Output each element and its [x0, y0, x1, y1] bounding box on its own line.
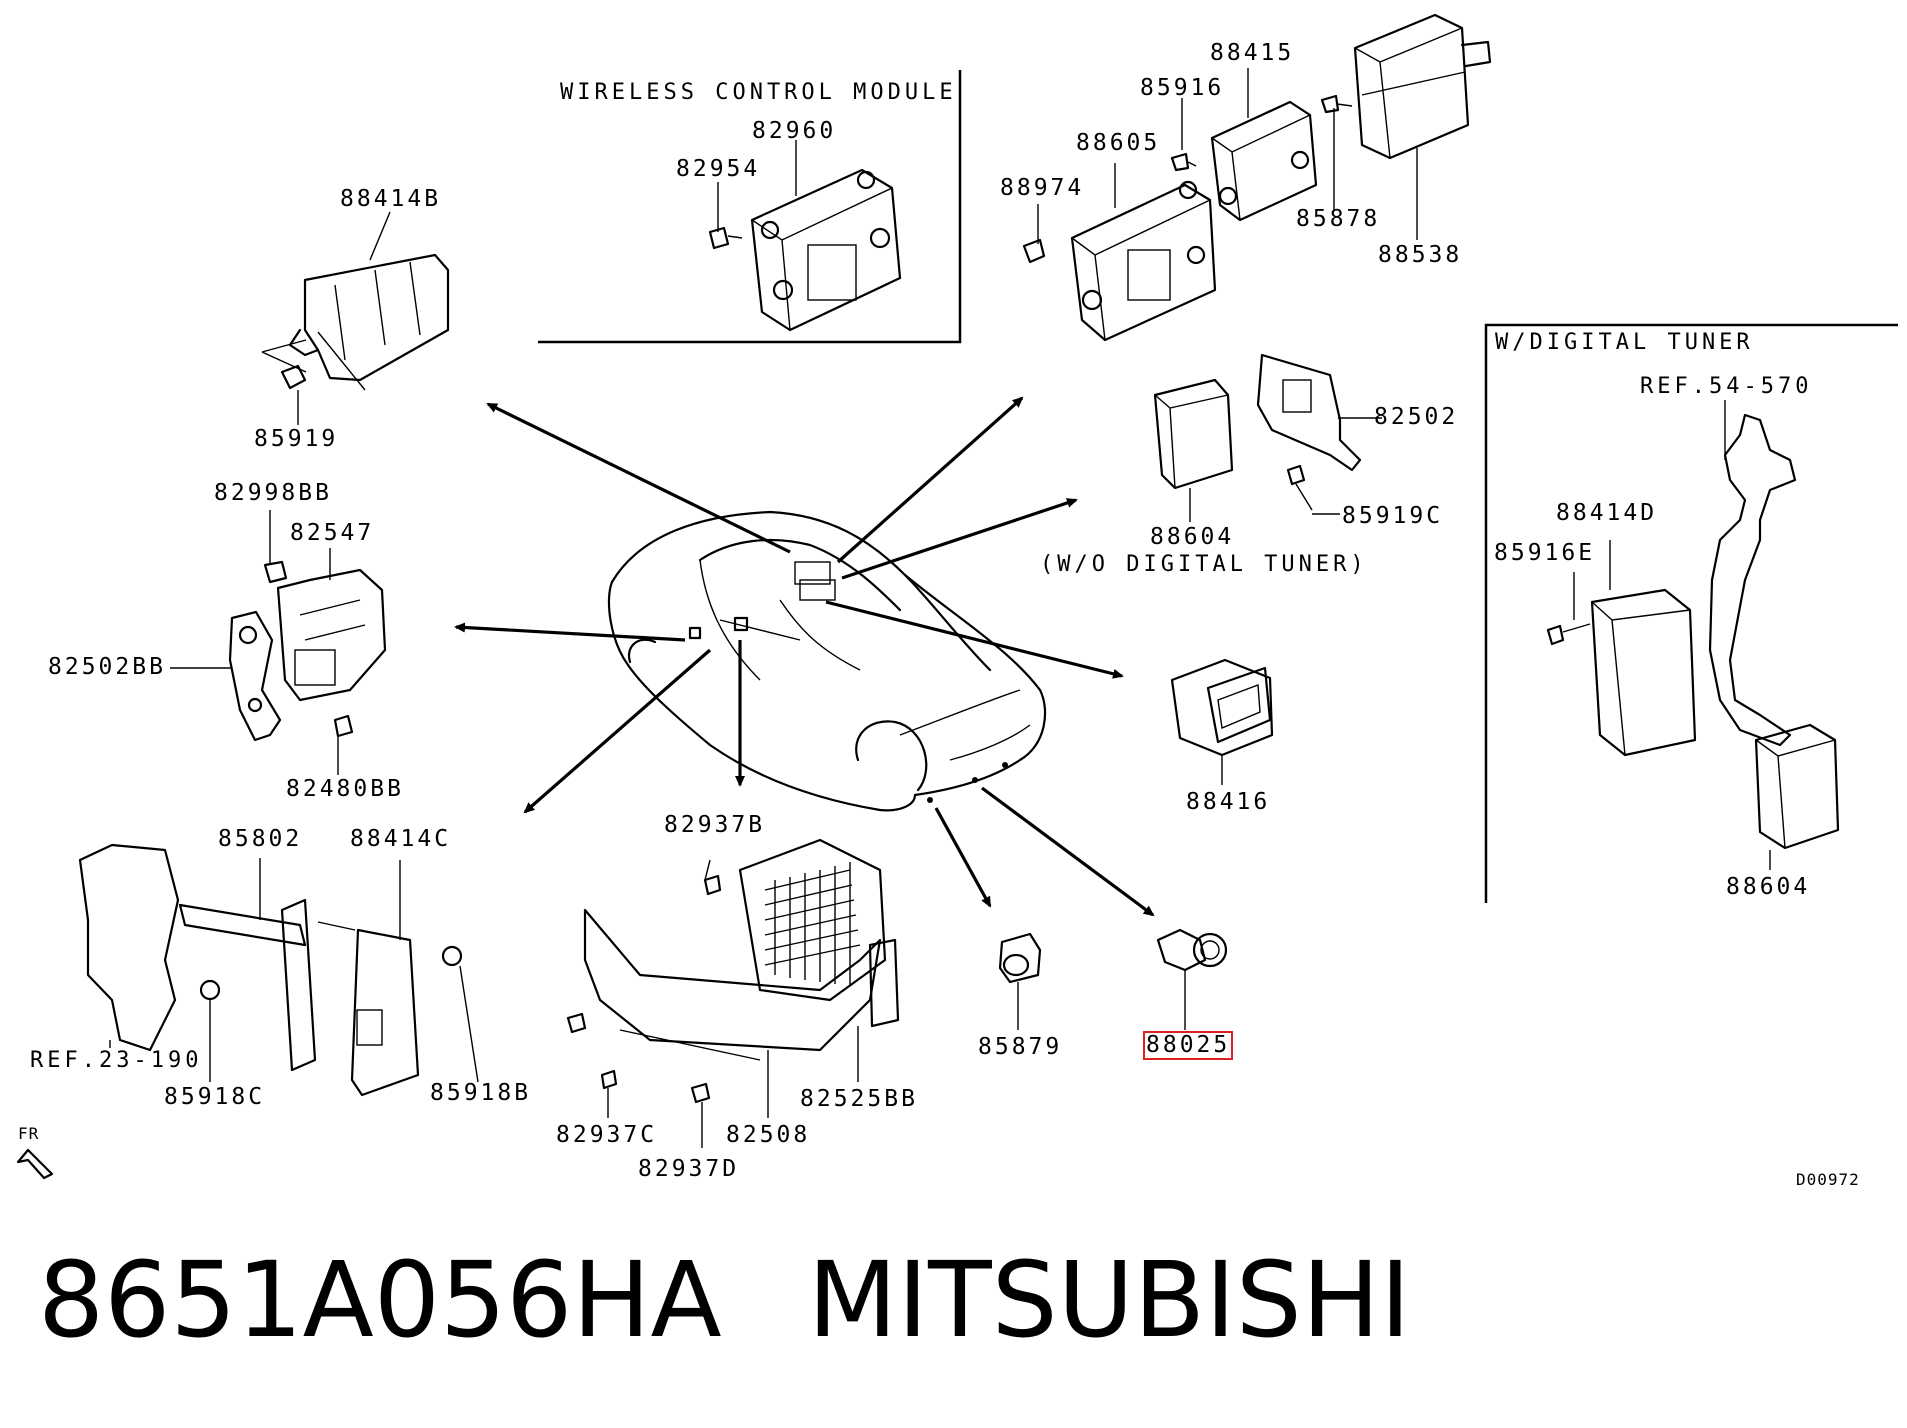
- part-label-88414B: 88414B: [340, 186, 442, 212]
- brand-name: MITSUBISHI: [807, 1239, 1411, 1361]
- part-number: 8651A056HA: [38, 1239, 722, 1361]
- arrow-to-88025: [981, 786, 1155, 917]
- part-label-85878: 85878: [1296, 206, 1381, 232]
- callout-arrows: [454, 396, 1155, 917]
- part-label-82998BB: 82998BB: [214, 480, 332, 506]
- pocket-88416: [1170, 658, 1274, 757]
- part-label-85879: 85879: [978, 1034, 1063, 1060]
- sensor-85879: [998, 932, 1042, 984]
- part-label-82937C: 82937C: [556, 1122, 658, 1148]
- arrow-to-88416: [825, 600, 1124, 679]
- arrow-to-82547: [454, 622, 686, 642]
- part-label-88605: 88605: [1076, 130, 1161, 156]
- arrow-to-88604: [841, 498, 1078, 580]
- part-label-85919C: 85919C: [1342, 503, 1444, 529]
- part-label-82508: 82508: [726, 1122, 811, 1148]
- module-82960: [708, 168, 902, 332]
- module-88605: [1022, 180, 1217, 342]
- module-88414B: [261, 253, 450, 425]
- part-label-82525BB: 82525BB: [800, 1086, 918, 1112]
- part-label-85916: 85916: [1140, 75, 1225, 101]
- arrow-to-85802: [523, 648, 712, 814]
- part-label-82954: 82954: [676, 156, 761, 182]
- part-label-82547: 82547: [290, 520, 375, 546]
- vehicle-outline: [607, 510, 1047, 812]
- part-label-85916E: 85916E: [1494, 540, 1596, 566]
- part-label-82960: 82960: [752, 118, 837, 144]
- switch-82547: [228, 560, 387, 742]
- part-label-88604-no-tuner: 88604: [1150, 524, 1235, 550]
- arrow-to-88414B: [486, 402, 791, 554]
- part-label-88415: 88415: [1210, 40, 1295, 66]
- part-label-82937B: 82937B: [664, 812, 766, 838]
- tuner-group: [1546, 413, 1840, 850]
- bracket-85802-module-88414C: [78, 843, 463, 1097]
- without-digital-tuner-caption: (W/O DIGITAL TUNER): [1040, 552, 1368, 577]
- part-label-85802: 85802: [218, 826, 303, 852]
- part-label-88538: 88538: [1378, 242, 1463, 268]
- part-label-88604-tuner: 88604: [1726, 874, 1811, 900]
- part-label-82480BB: 82480BB: [286, 776, 404, 802]
- part-label-85919: 85919: [254, 426, 339, 452]
- with-digital-tuner-caption: W/DIGITAL TUNER: [1495, 330, 1754, 355]
- part-label-82502BB: 82502BB: [48, 654, 166, 680]
- part-label-82502: 82502: [1374, 404, 1459, 430]
- module-88415: [1170, 100, 1318, 222]
- ref-54-570-label: REF.54-570: [1640, 374, 1813, 399]
- part-label-88414C: 88414C: [350, 826, 452, 852]
- part-label-88416: 88416: [1186, 789, 1271, 815]
- arrow-to-85879: [934, 807, 992, 908]
- sensor-88025: [1156, 928, 1228, 972]
- diagram-code-label: D00972: [1796, 1170, 1860, 1189]
- wireless-control-module-caption: WIRELESS CONTROL MODULE: [560, 80, 957, 105]
- part-label-82937D: 82937D: [638, 1156, 740, 1182]
- module-88538: [1320, 13, 1492, 160]
- direction-marker-label: FR: [18, 1124, 40, 1143]
- module-88604-and-bracket: [1153, 353, 1362, 511]
- part-label-85918B: 85918B: [430, 1080, 532, 1106]
- front-direction-icon: [16, 1148, 54, 1180]
- leader-lines: [109, 68, 1771, 1148]
- digital-tuner-box: [1484, 323, 1898, 903]
- part-label-85918C: 85918C: [164, 1084, 266, 1110]
- ref-23-190-label: REF.23-190: [30, 1048, 203, 1073]
- part-label-88414D: 88414D: [1556, 500, 1658, 526]
- arrow-to-wireless-module: [836, 396, 1024, 564]
- part-label-88025-highlighted[interactable]: 88025: [1142, 1031, 1234, 1060]
- part-label-88974: 88974: [1000, 175, 1085, 201]
- bracket-82508: [566, 838, 900, 1104]
- wireless-module-box: [538, 70, 962, 344]
